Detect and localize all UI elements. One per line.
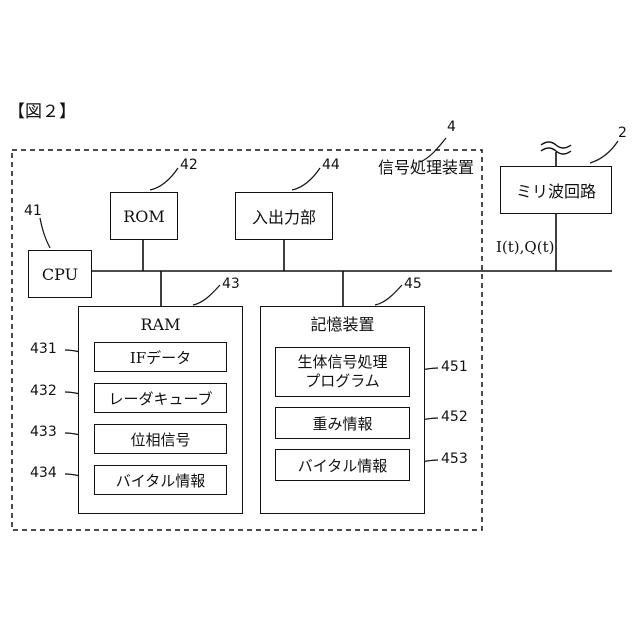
ref-mmwave: 2	[618, 126, 627, 140]
system-label: 信号処理装置	[378, 160, 474, 176]
ram-item-if-data: IFデータ	[94, 342, 227, 372]
ref-ram-item: 434	[30, 466, 57, 480]
ref-ram: 43	[222, 277, 240, 291]
ref-cpu: 41	[24, 204, 42, 218]
leader-2	[590, 141, 618, 163]
ref-ram-item: 431	[30, 342, 57, 356]
ram-item-vital-info: バイタル情報	[94, 465, 227, 495]
storage-label: 記憶装置	[261, 317, 424, 333]
ref-storage-item: 453	[441, 452, 468, 466]
storage-item-line2: プログラム	[305, 372, 380, 391]
ref-rom: 42	[180, 158, 198, 172]
ref-ram-item: 433	[30, 425, 57, 439]
mmwave-circuit-box: ミリ波回路	[500, 166, 612, 214]
ram-item-label: IFデータ	[130, 347, 191, 368]
ref-storage-item: 451	[441, 360, 468, 374]
storage-item-biosignal-program: 生体信号処理 プログラム	[275, 347, 410, 397]
storage-item-label: 重み情報	[312, 413, 372, 434]
cpu-label: CPU	[42, 265, 78, 284]
ram-label: RAM	[79, 317, 242, 333]
leader-43	[193, 285, 220, 305]
figure-label: 【図２】	[8, 104, 76, 121]
rom-label: ROM	[123, 207, 165, 226]
iq-signal-label: I(t),Q(t)	[496, 240, 554, 255]
ref-storage: 45	[404, 277, 422, 291]
storage-item-weight-info: 重み情報	[275, 407, 410, 439]
leader-41	[40, 218, 50, 248]
ram-item-phase-signal: 位相信号	[94, 424, 227, 454]
ref-storage-item: 452	[441, 410, 468, 424]
rom-box: ROM	[110, 192, 178, 240]
cpu-box: CPU	[28, 250, 92, 298]
storage-item-label: バイタル情報	[298, 455, 387, 476]
ref-io: 44	[322, 158, 340, 172]
io-box: 入出力部	[235, 192, 333, 240]
leader-44	[292, 168, 320, 190]
ref-ram-item: 432	[30, 384, 57, 398]
mmwave-label: ミリ波回路	[516, 178, 596, 202]
ram-item-radar-cube: レーダキューブ	[94, 383, 227, 413]
io-label: 入出力部	[252, 204, 316, 228]
ram-item-label: バイタル情報	[116, 470, 205, 491]
ram-item-label: レーダキューブ	[108, 388, 212, 409]
ref-system: 4	[447, 120, 456, 134]
leader-45	[375, 285, 402, 305]
leader-42	[150, 168, 178, 190]
storage-item-line1: 生体信号処理	[297, 353, 387, 372]
storage-item-vital-info: バイタル情報	[275, 449, 410, 481]
ram-item-label: 位相信号	[130, 429, 190, 450]
